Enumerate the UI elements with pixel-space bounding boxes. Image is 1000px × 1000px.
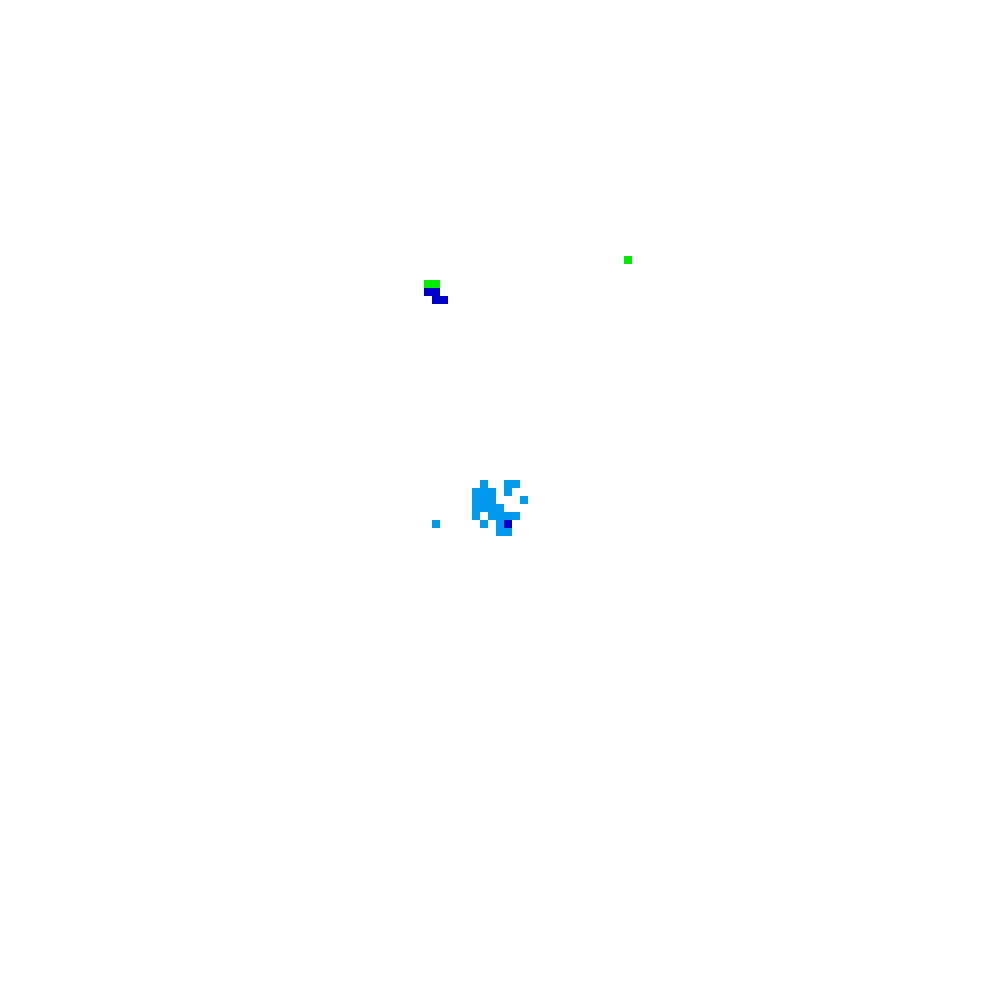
light-blue-cluster-cell: [472, 504, 480, 512]
light-blue-cluster-cell: [472, 496, 480, 504]
light-blue-cluster-cell: [512, 512, 520, 520]
light-blue-cluster-cell: [432, 520, 440, 528]
light-blue-cluster-cell: [488, 488, 496, 496]
light-blue-cluster-cell: [496, 520, 504, 528]
light-blue-cluster-cell: [472, 512, 480, 520]
light-blue-cluster-cell: [504, 528, 512, 536]
light-blue-cluster-cell: [496, 512, 504, 520]
light-blue-cluster-cell: [480, 496, 488, 504]
light-blue-cluster-cell: [472, 488, 480, 496]
light-blue-cluster-cell: [480, 480, 488, 488]
dark-blue-dot-cell: [504, 520, 512, 528]
light-blue-cluster-cell: [504, 512, 512, 520]
light-blue-cluster-cell: [520, 496, 528, 504]
light-blue-cluster-cell: [504, 480, 512, 488]
light-blue-cluster-cell: [504, 488, 512, 496]
light-blue-cluster-cell: [480, 504, 488, 512]
green-blue-cluster-cell: [424, 280, 432, 288]
green-blue-cluster-cell: [440, 296, 448, 304]
green-dot-cell: [624, 256, 632, 264]
green-blue-cluster-cell: [432, 280, 440, 288]
light-blue-cluster-cell: [496, 504, 504, 512]
green-blue-cluster-cell: [432, 296, 440, 304]
light-blue-cluster-cell: [512, 480, 520, 488]
light-blue-cluster-cell: [480, 488, 488, 496]
light-blue-cluster-cell: [488, 496, 496, 504]
green-blue-cluster-cell: [432, 288, 440, 296]
light-blue-cluster-cell: [496, 528, 504, 536]
light-blue-cluster-cell: [488, 504, 496, 512]
green-blue-cluster-cell: [424, 288, 432, 296]
light-blue-cluster-cell: [488, 512, 496, 520]
light-blue-cluster-cell: [480, 520, 488, 528]
